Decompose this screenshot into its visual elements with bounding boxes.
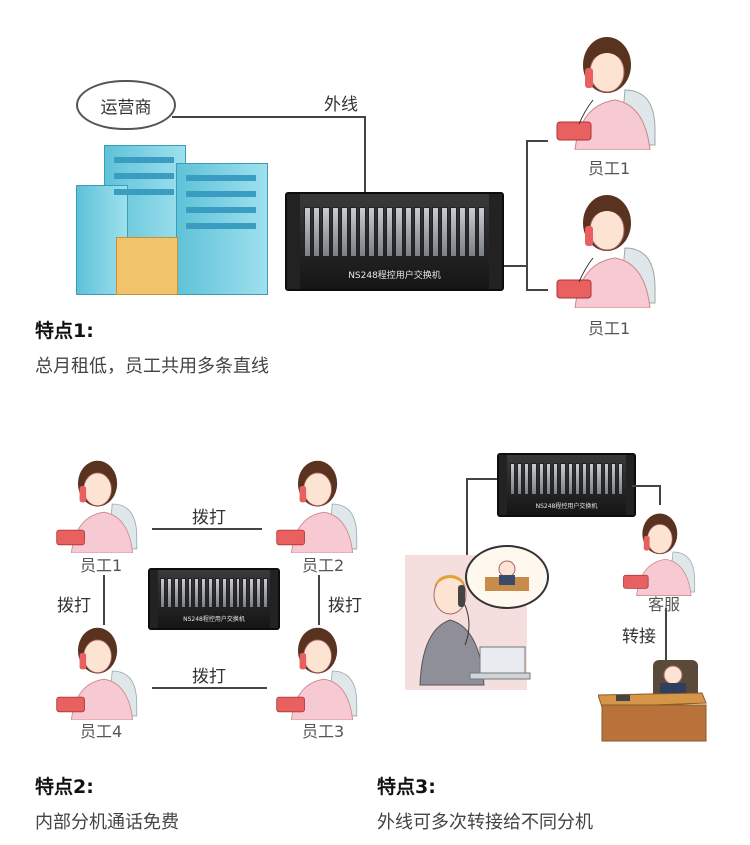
transfer-line: [665, 608, 667, 663]
dial-label-left: 拨打: [57, 596, 91, 616]
switch-brand-text: NS248程控用户交换机: [183, 616, 245, 624]
switch-out-line: [500, 265, 528, 267]
dial-line-bottom: [152, 687, 267, 689]
employee4-label: 员工4: [80, 722, 123, 741]
caller-line-h: [466, 478, 497, 480]
employee1-icon: [55, 455, 145, 553]
customer-service-icon: [622, 508, 702, 596]
caller-man-icon: [410, 555, 540, 690]
employee3-icon: [275, 622, 365, 720]
feature3-desc: 外线可多次转接给不同分机: [377, 812, 593, 833]
manager-desk-icon: [597, 655, 710, 745]
feature2-title: 特点2:: [35, 776, 94, 798]
employee-bottom-label: 员工1: [588, 319, 631, 338]
customer-service-label: 客服: [648, 595, 681, 614]
switch-brand-text: NS248程控用户交换机: [348, 271, 441, 282]
dial-line-left: [103, 575, 105, 625]
service-line-v: [659, 485, 661, 505]
pbx-switch: NS248程控用户交换机: [285, 192, 504, 291]
outside-line-label: 外线: [324, 95, 358, 115]
office-building-icon: [76, 145, 268, 295]
switch-brand-text: NS248程控用户交换机: [535, 503, 598, 511]
dial-label-bottom: 拨打: [192, 667, 226, 687]
carrier-cloud: 运营商: [76, 80, 176, 130]
dial-label-right: 拨打: [328, 596, 362, 616]
branch-line: [526, 140, 528, 290]
feature3-title: 特点3:: [377, 776, 436, 798]
employee-top-icon: [555, 30, 665, 150]
caller-line-v: [466, 478, 468, 568]
employee2-icon: [275, 455, 365, 553]
employee-top-label: 员工1: [588, 159, 631, 178]
switch-uplink-line: [364, 116, 366, 193]
employee1-label: 员工1: [80, 556, 123, 575]
pbx-switch-transfer: NS248程控用户交换机: [497, 453, 636, 517]
employee3-label: 员工3: [302, 722, 345, 741]
employee4-icon: [55, 622, 145, 720]
carrier-label: 运营商: [100, 97, 152, 118]
feature2-desc: 内部分机通话免费: [35, 812, 179, 833]
dial-label-top: 拨打: [192, 508, 226, 528]
carrier-line: [172, 116, 365, 118]
branch-line-top: [526, 140, 548, 142]
transfer-label: 转接: [622, 627, 656, 647]
dial-line-top: [152, 528, 262, 530]
thought-bubble-icon: [465, 545, 549, 609]
pbx-switch-internal: NS248程控用户交换机: [148, 568, 280, 630]
branch-line-bottom: [526, 289, 548, 291]
feature1-title: 特点1:: [35, 320, 94, 342]
service-line-h: [632, 485, 660, 487]
employee2-label: 员工2: [302, 556, 345, 575]
feature1-desc: 总月租低，员工共用多条直线: [35, 356, 269, 377]
employee-bottom-icon: [555, 188, 665, 308]
dial-line-right: [318, 575, 320, 625]
